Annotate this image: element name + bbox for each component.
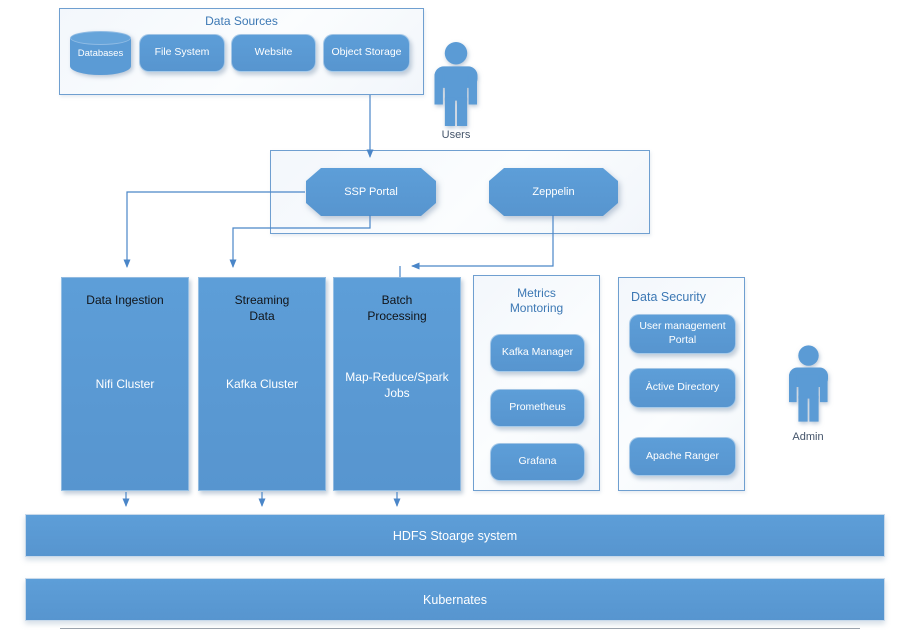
apache-ranger-node: Apache Ranger [629, 437, 736, 476]
kafka-manager-node: Kafka Manager [490, 334, 585, 372]
batch-processing-title: Batch Processing [367, 293, 427, 323]
object-storage-node: Object Storage [323, 34, 410, 72]
ssp-portal-label: SSP Portal [306, 168, 436, 216]
metrics-monitoring-title: Metrics Montoring [509, 286, 564, 315]
cylinder-top [70, 31, 131, 45]
grafana-node: Grafana [490, 443, 585, 481]
data-ingestion-column: Data Ingestion Nifi Cluster [61, 277, 189, 491]
page-edge-line [60, 628, 860, 629]
users-person-icon [434, 42, 478, 126]
active-directory-node: Àctive Directory [629, 368, 736, 408]
streaming-data-title: Streaming Data [234, 293, 290, 323]
data-security-title: Data Security [631, 290, 707, 304]
streaming-data-column: Streaming Data Kafka Cluster [198, 277, 326, 491]
databases-cylinder-icon: Databases [70, 31, 131, 75]
website-node: Website [231, 34, 316, 72]
nifi-cluster-label: Nifi Cluster [95, 377, 155, 391]
ssp-portal-node: SSP Portal [306, 168, 436, 216]
kafka-cluster-label: Kafka Cluster [225, 377, 299, 391]
metrics-monitoring-group: Metrics Montoring Kafka Manager Promethe… [473, 275, 600, 491]
prometheus-node: Prometheus [490, 389, 585, 427]
zeppelin-label: Zeppelin [489, 168, 618, 216]
file-system-node: File System [139, 34, 225, 72]
zeppelin-node: Zeppelin [489, 168, 618, 216]
hdfs-storage-bar: HDFS Stoarge system [25, 514, 885, 557]
databases-label: Databases [77, 48, 124, 59]
mapreduce-spark-label: Map-Reduce/Spark Jobs [345, 370, 449, 401]
admin-label: Admin [792, 431, 824, 443]
data-security-group: Data Security User management Portal Àct… [618, 277, 745, 491]
users-label: Users [441, 129, 471, 141]
data-sources-group: Data Sources Databases File System Websi… [59, 8, 424, 95]
data-ingestion-title: Data Ingestion [86, 293, 164, 307]
batch-processing-column: Batch Processing Map-Reduce/Spark Jobs [333, 277, 461, 491]
data-sources-title: Data Sources [205, 14, 278, 28]
admin-person-icon [789, 345, 828, 422]
portal-layer-group: SSP Portal Zeppelin [270, 150, 650, 234]
user-management-portal-node: User management Portal [629, 314, 736, 354]
kubernetes-bar: Kubernates [25, 578, 885, 621]
